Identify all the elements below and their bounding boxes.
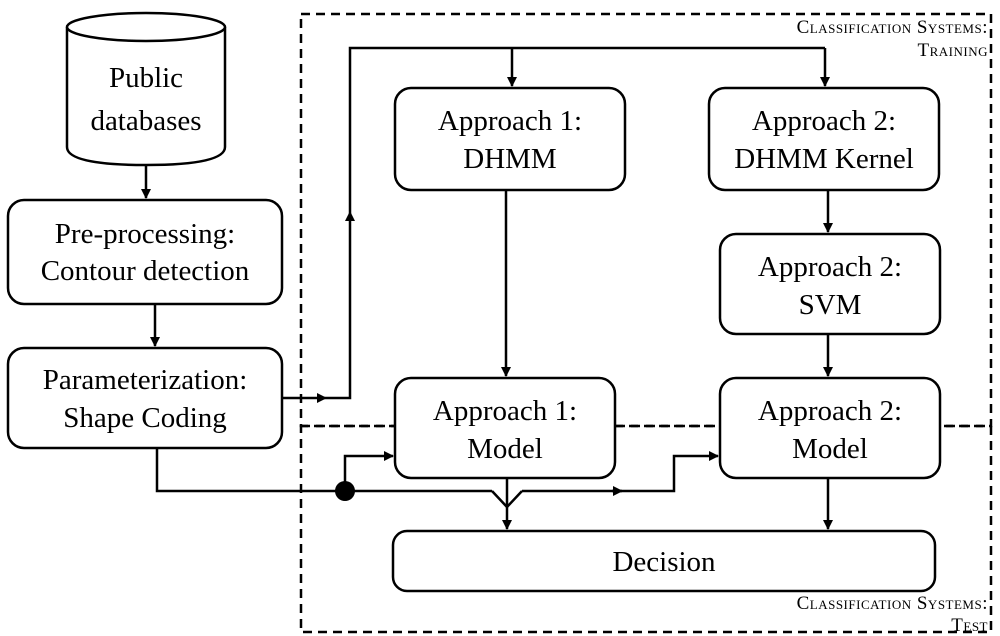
- test-region-sublabel: Test: [951, 615, 988, 636]
- parameterization-label-line2: Shape Coding: [63, 402, 227, 434]
- approach2-dhmm-kernel-label-line1: Approach 2:: [752, 105, 896, 137]
- approach2-model-node: Approach 2: Model: [718, 376, 942, 480]
- public-databases-node: Public databases: [65, 11, 227, 167]
- training-region-boundary: [299, 12, 993, 428]
- approach2-dhmm-kernel-node: Approach 2: DHMM Kernel: [707, 86, 941, 192]
- test-region-boundary: [299, 424, 993, 634]
- arrow-to-approach1-model: [343, 451, 394, 491]
- connectors: [141, 46, 833, 530]
- decision-label: Decision: [612, 546, 716, 578]
- parameterization-node: Parameterization: Shape Coding: [6, 346, 284, 450]
- approach1-model-label-line1: Approach 1:: [433, 395, 577, 427]
- preprocessing-label-line2: Contour detection: [41, 255, 250, 287]
- arrow-to-approach2-model: [612, 451, 719, 493]
- preprocessing-label-line1: Pre-processing:: [55, 218, 235, 250]
- approach2-model-label-line2: Model: [792, 433, 868, 465]
- line-training-riser: [326, 211, 355, 400]
- approach2-svm-label-line1: Approach 2:: [758, 251, 902, 283]
- training-region-sublabel: Training: [918, 40, 989, 61]
- test-region-label: Classification Systems:: [797, 593, 988, 614]
- approach1-dhmm-node: Approach 1: DHMM: [393, 86, 627, 192]
- decision-node: Decision: [391, 529, 937, 593]
- parameterization-label-line1: Parameterization:: [43, 364, 248, 396]
- approach1-model-label-line2: Model: [467, 433, 543, 465]
- approach2-svm-label-line2: SVM: [799, 289, 862, 321]
- approach2-model-label-line1: Approach 2:: [758, 395, 902, 427]
- line-training-top: [348, 46, 825, 212]
- public-databases-label-line1: Public: [109, 62, 183, 94]
- approach1-model-node: Approach 1: Model: [393, 376, 617, 480]
- preprocessing-node: Pre-processing: Contour detection: [6, 198, 284, 306]
- approach1-dhmm-label-line2: DHMM: [463, 143, 556, 175]
- approach2-svm-node: Approach 2: SVM: [718, 232, 942, 336]
- public-databases-label-line2: databases: [90, 105, 201, 137]
- training-region-label: Classification Systems:: [797, 17, 988, 38]
- line-parameterization-to-test: [155, 448, 345, 493]
- approach2-dhmm-kernel-label-line2: DHMM Kernel: [734, 143, 914, 175]
- approach1-dhmm-label-line1: Approach 1:: [438, 105, 582, 137]
